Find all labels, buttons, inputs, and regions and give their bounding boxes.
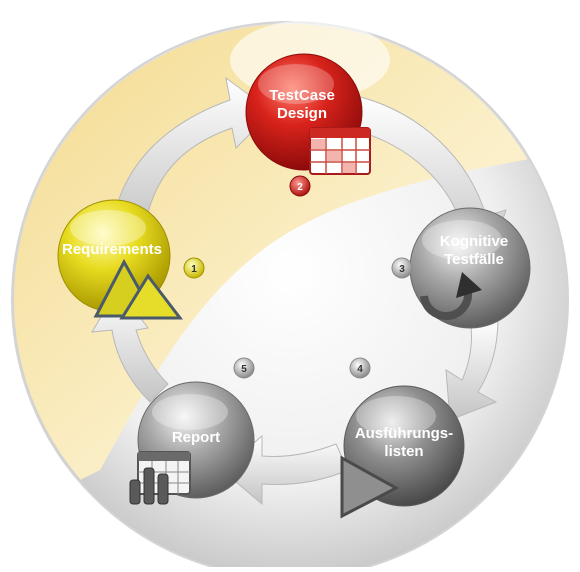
step-marker-4: 4 bbox=[349, 357, 371, 379]
bar-chart-table-icon bbox=[129, 451, 191, 505]
step-number-5: 5 bbox=[241, 364, 247, 375]
node-requirements[interactable]: Requirements bbox=[57, 199, 184, 320]
step-marker-2: 2 bbox=[289, 175, 311, 197]
node-highlight bbox=[152, 394, 228, 430]
step-number-3: 3 bbox=[399, 264, 405, 275]
arrow-right bbox=[445, 317, 499, 421]
step-marker-1: 1 bbox=[183, 257, 205, 279]
node-label-ausfuehrungslisten-line1: Ausführungs- bbox=[355, 425, 453, 442]
step-number-1: 1 bbox=[191, 264, 197, 275]
triangles-icon bbox=[93, 258, 184, 320]
node-testcase-design[interactable]: TestCase Design bbox=[245, 53, 371, 175]
node-highlight bbox=[70, 210, 146, 246]
step-number-2: 2 bbox=[297, 182, 303, 193]
node-label-kognitive-line1: Kognitive bbox=[440, 233, 508, 250]
node-label-testcase-design-line1: TestCase bbox=[269, 87, 335, 104]
node-label-requirements: Requirements bbox=[62, 241, 162, 258]
table-icon bbox=[309, 127, 371, 175]
node-ausfuehrungslisten[interactable]: Ausführungs- listen bbox=[340, 385, 465, 519]
node-label-ausfuehrungslisten-line2: listen bbox=[384, 443, 423, 460]
cycle-arrow-icon bbox=[420, 272, 482, 321]
play-icon bbox=[340, 455, 400, 519]
node-report[interactable]: Report bbox=[129, 381, 255, 505]
step-number-4: 4 bbox=[357, 364, 363, 375]
node-highlight bbox=[422, 220, 502, 260]
node-label-testcase-design-line2: Design bbox=[277, 105, 327, 122]
step-marker-5: 5 bbox=[233, 357, 255, 379]
node-highlight bbox=[258, 64, 334, 104]
node-label-kognitive-line2: Testfälle bbox=[444, 251, 504, 268]
node-highlight bbox=[356, 396, 436, 436]
node-label-report: Report bbox=[172, 429, 220, 446]
node-kognitive-testfaelle[interactable]: Kognitive Testfälle bbox=[409, 207, 531, 329]
step-marker-3: 3 bbox=[391, 257, 413, 279]
